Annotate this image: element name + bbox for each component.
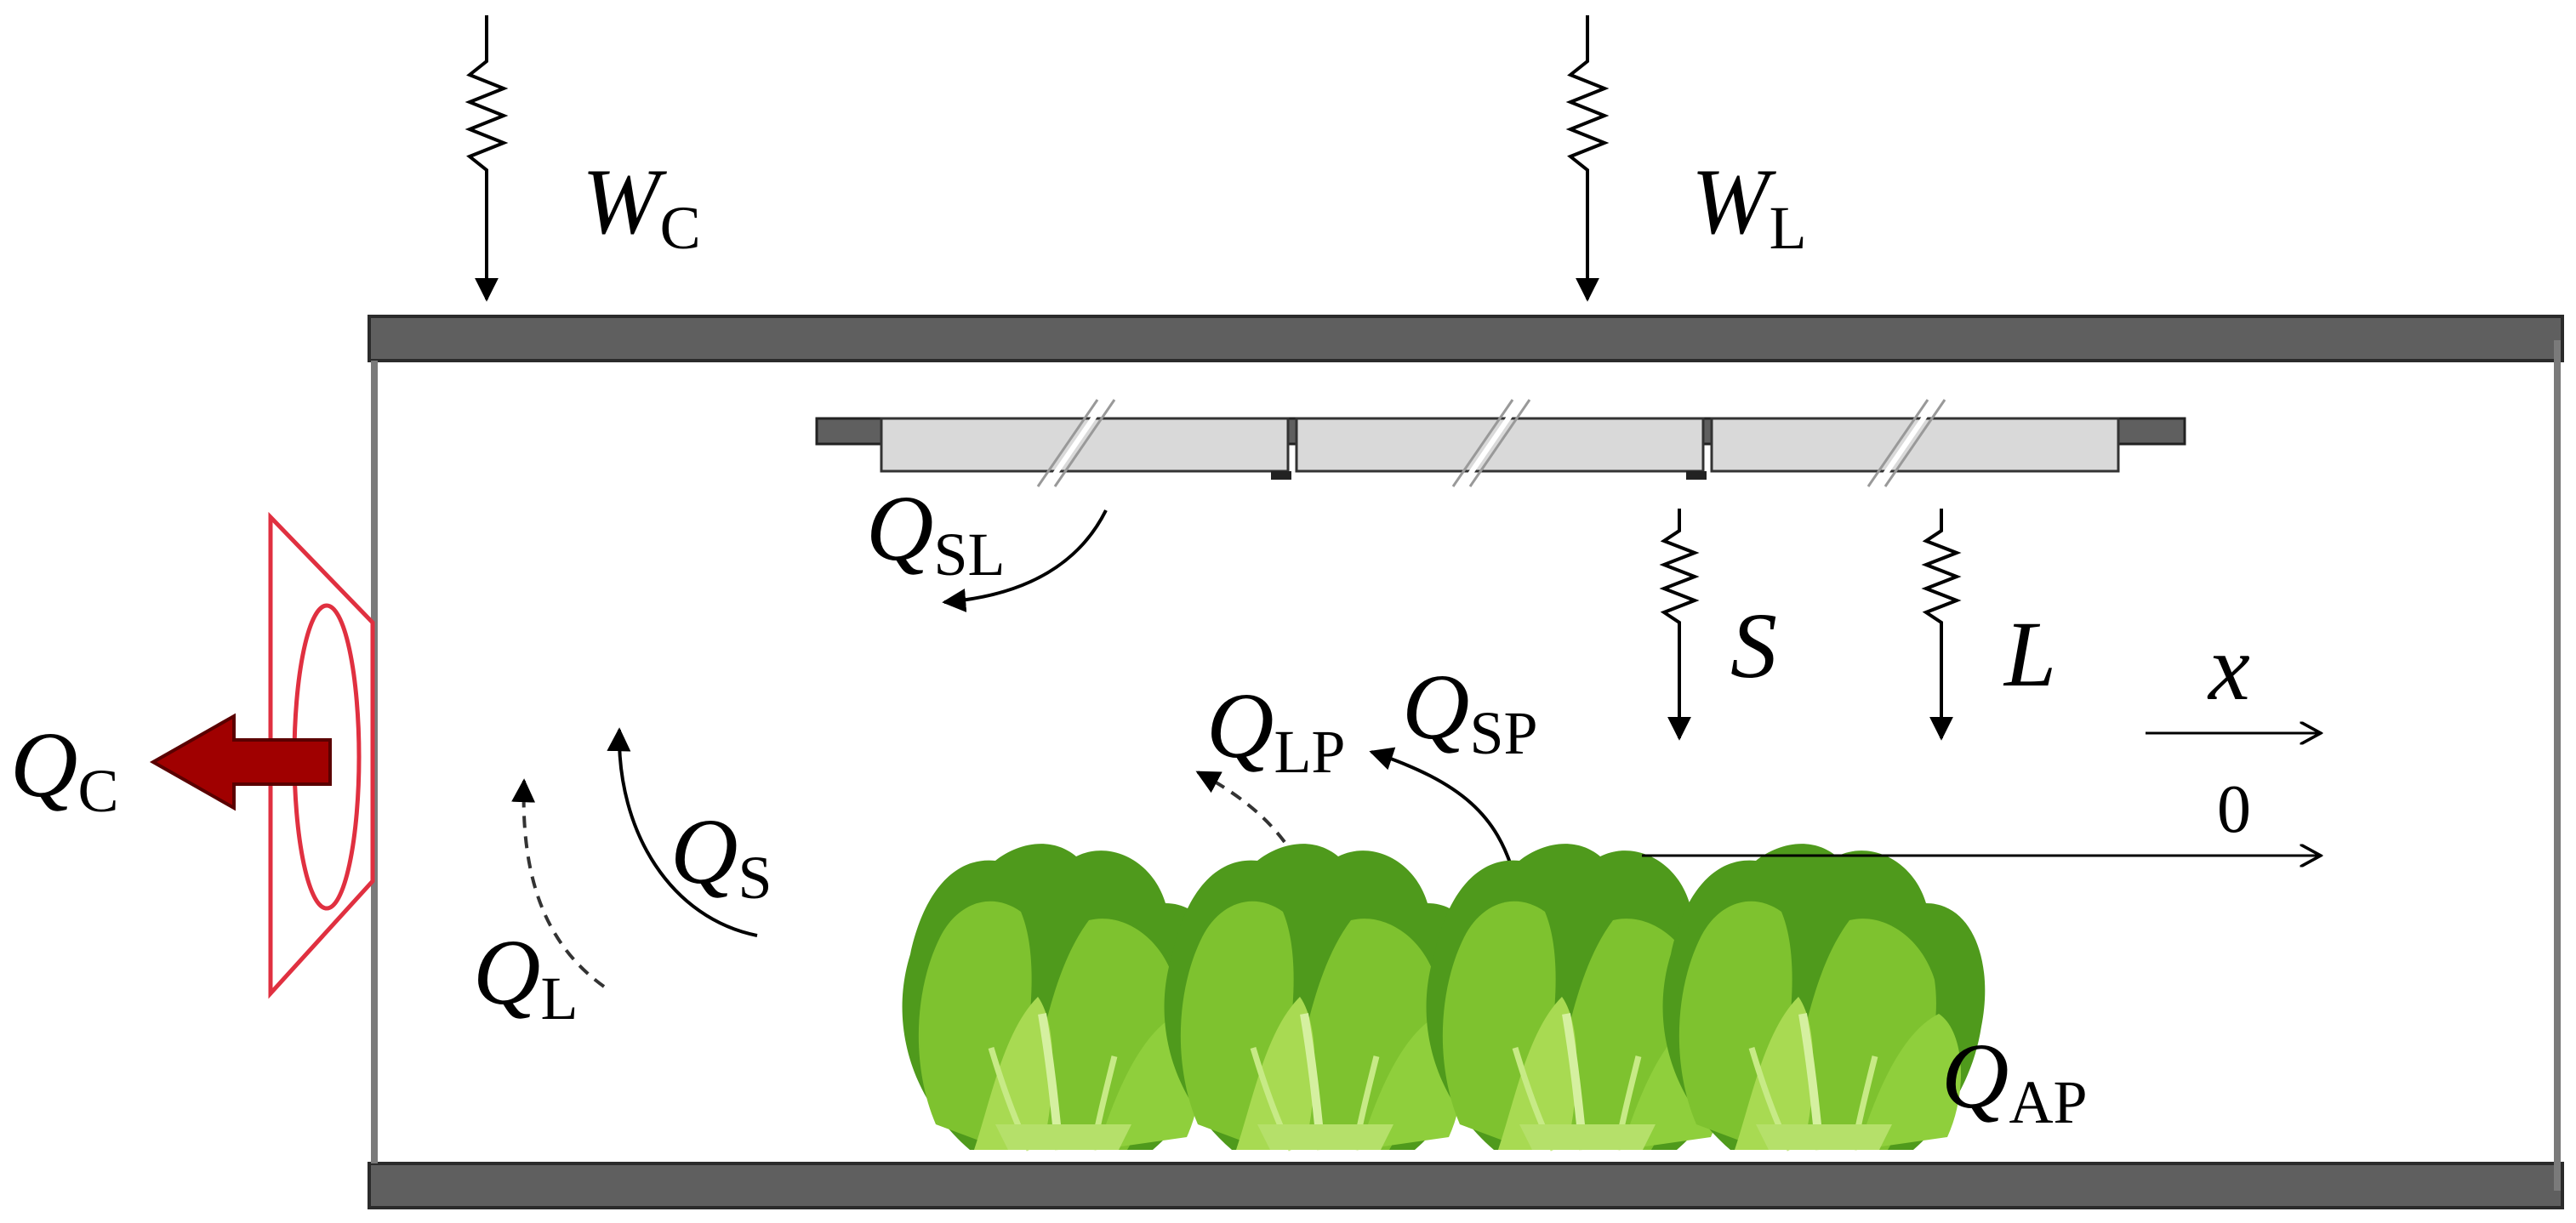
x-axis-label: x	[2207, 616, 2250, 720]
s-label: S	[1730, 594, 1777, 697]
q-sl-label: QSL	[866, 476, 1005, 589]
top-wall	[368, 315, 2564, 362]
q-sp-label: QSP	[1402, 655, 1538, 767]
l-label: L	[2003, 602, 2056, 706]
zero-label: 0	[2217, 772, 2251, 847]
lettuce-plants	[903, 844, 1986, 1150]
wall-heat-resistor-wc	[464, 15, 509, 302]
q-ap-label: QAP	[1941, 1024, 2088, 1136]
w-l-label: WL	[1691, 150, 1807, 262]
lamp-heat-resistor-wl	[1565, 15, 1610, 302]
q-sl-arrow	[942, 509, 1108, 612]
q-c-label: QC	[10, 713, 118, 825]
q-sp-arrow	[1369, 747, 1516, 877]
q-lp-label: QLP	[1206, 674, 1345, 786]
l-resistor	[1921, 509, 1962, 741]
q-lp-arrow	[1195, 771, 1286, 844]
s-resistor	[1659, 509, 1700, 741]
q-s-arrow	[607, 727, 758, 937]
lamp-fixture	[815, 398, 2186, 488]
q-c-outflow-arrow	[149, 713, 332, 811]
bottom-wall	[368, 1162, 2564, 1209]
q-l-arrow	[511, 778, 606, 988]
q-l-label: QL	[473, 920, 578, 1032]
q-s-label: QS	[670, 799, 772, 912]
w-c-label: WC	[582, 150, 701, 262]
